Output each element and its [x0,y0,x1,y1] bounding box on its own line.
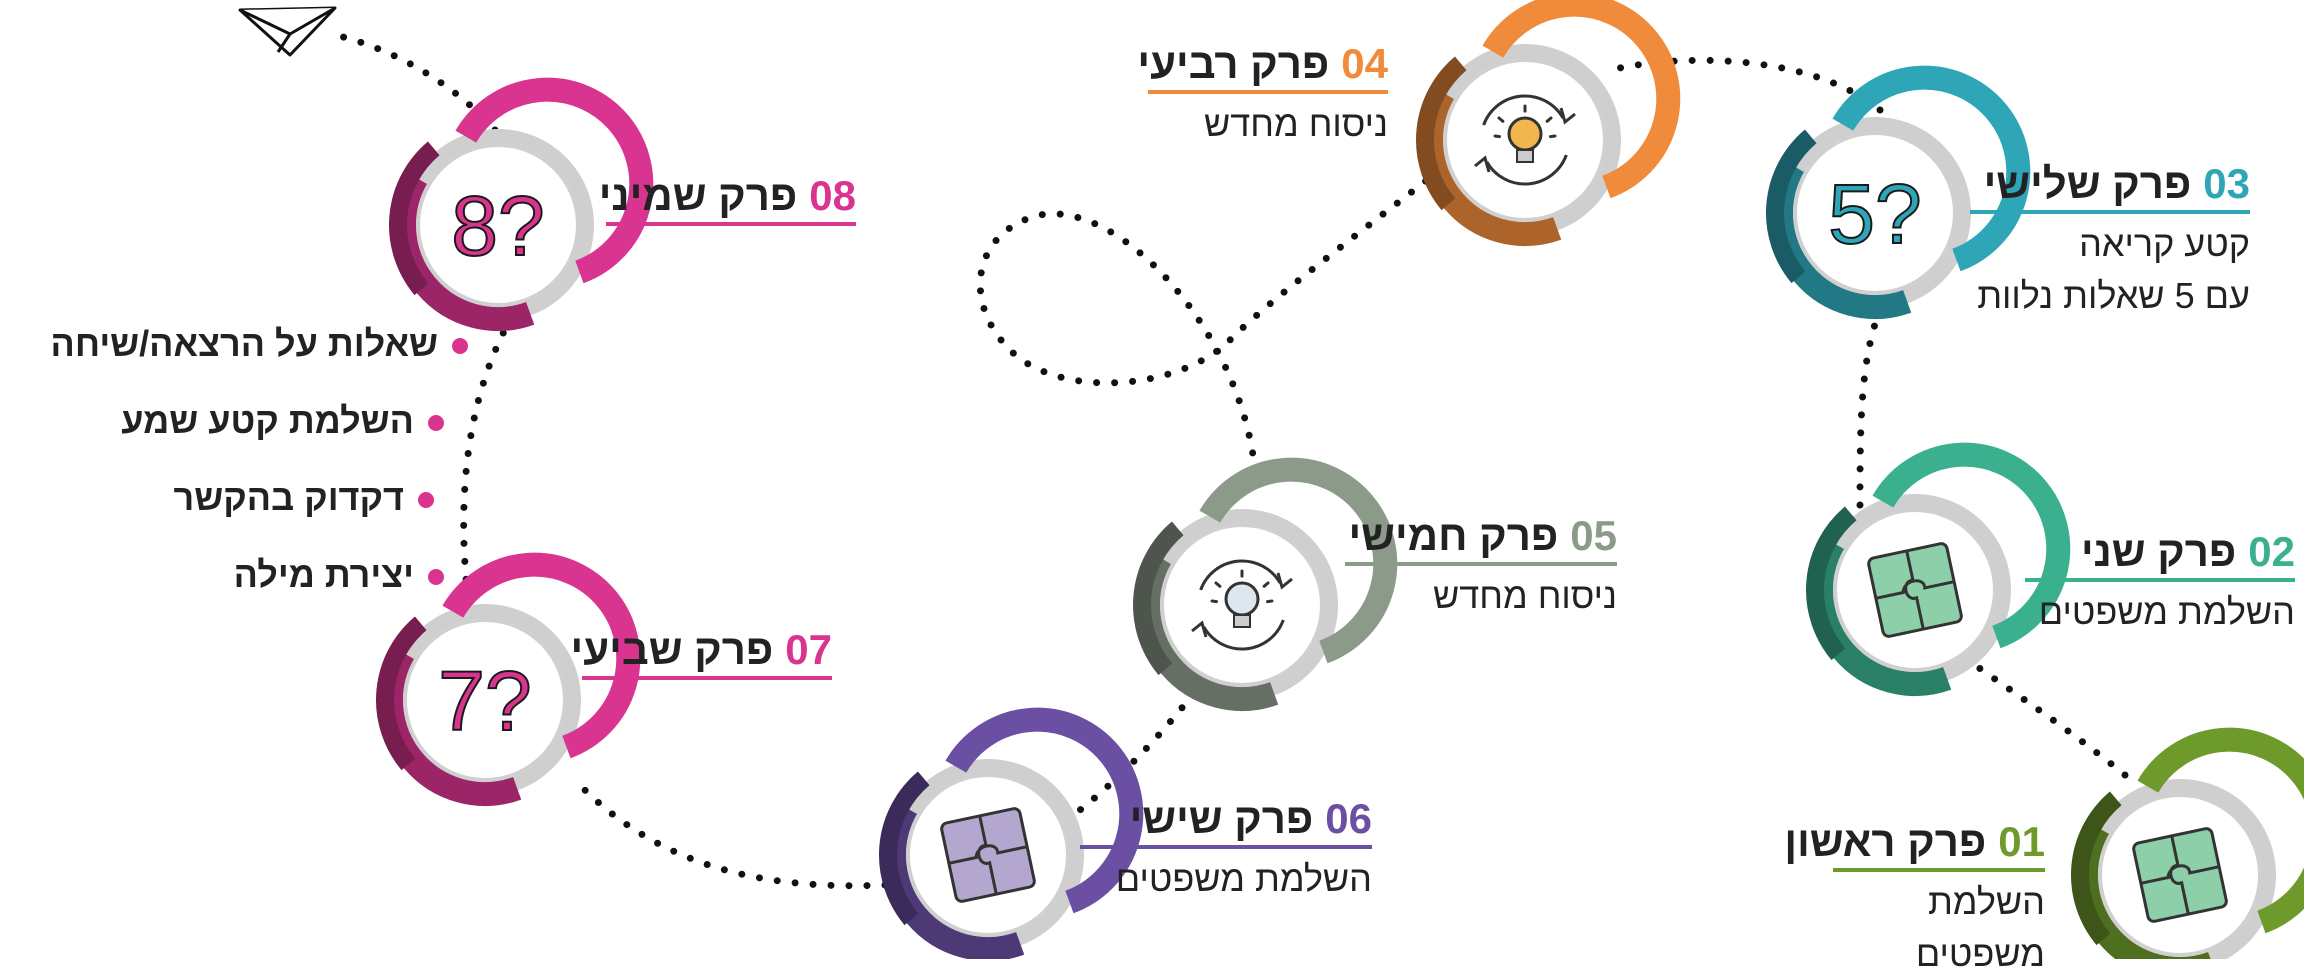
chapter-description: השלמת [1927,881,2045,922]
chapter-underline [1970,210,2250,214]
chapter-underline [2025,578,2295,582]
chapter-underline [1080,845,1372,849]
bullet-dot [428,415,444,431]
chapter-description: קטע קריאה [2079,223,2250,264]
topic-bullet: שאלות על הרצאה/שיחה [50,323,439,364]
chapter-title-04: 04פרק רביעי [1137,40,1388,88]
chapter-title-07: 07פרק שביעי [571,626,832,674]
chapter-description: השלמת משפטים [2038,591,2295,632]
chapter-description: עם 5 שאלות נלוות [1977,275,2250,316]
paper-plane-icon [238,6,337,57]
chapter-description: ניסוח מחדש [1204,103,1388,144]
question-7-icon: 7? [438,654,531,748]
chapter-description: ניסוח מחדש [1433,575,1617,616]
chapter-title-text: פרק ראשון [1784,818,1987,865]
chapter-underline [1345,562,1617,566]
chapter-underline [582,676,832,680]
lightbulb-cycle-icon [1191,559,1293,651]
chapter-number: 08 [809,172,856,219]
chapter-title-08: 08פרק שמיני [599,172,856,220]
bullet-dot [452,338,468,354]
chapter-number: 07 [785,626,832,673]
chapter-number: 05 [1570,512,1617,559]
roadmap-canvas: 5? 7? 8? [238,0,2304,959]
chapter-title-text: פרק רביעי [1137,40,1330,87]
chapter-node-07: 7? [376,552,641,806]
chapter-node-06 [879,707,1144,959]
chapter-underline [606,222,856,226]
chapter-node-08: 8? [389,77,654,331]
chapter-node-05 [1133,457,1398,711]
chapter-node-04 [1416,0,1681,246]
chapter-title-text: פרק שמיני [598,172,798,219]
chapter-title-03: 03פרק שלישי [1984,160,2250,208]
puzzle-icon [2132,827,2228,923]
chapter-title-01: 01פרק ראשון [1784,818,2045,866]
lightbulb-cycle-icon [1474,94,1576,186]
question-8-icon: 8? [451,179,544,273]
chapter-title-text: פרק שביעי [570,626,774,673]
chapter-title-05: 05פרק חמישי [1349,512,1618,560]
bullet-dot [428,569,444,585]
chapter-title-text: פרק שני [2080,528,2237,575]
chapter-description: משפטים [1915,933,2045,974]
chapter-underline [1833,868,2045,872]
chapter-number: 03 [2203,160,2250,207]
puzzle-icon [940,807,1036,903]
chapter-number: 02 [2248,528,2295,575]
chapter-number: 04 [1341,40,1388,87]
chapter-title-02: 02פרק שני [2081,528,2295,576]
question-5-icon: 5? [1828,167,1921,261]
chapter-description: השלמת משפטים [1115,858,1372,899]
topic-bullet: יצירת מילה [233,554,414,595]
chapter-number: 06 [1325,795,1372,842]
chapter-title-text: פרק שישי [1129,795,1314,842]
topic-bullet: דקדוק בהקשר [173,477,404,518]
topic-bullet: השלמת קטע שמע [121,400,414,441]
chapter-node-03: 5? [1766,65,2031,319]
chapter-underline [1148,90,1388,94]
chapter-title-text: פרק שלישי [1983,160,2192,207]
chapter-title-06: 06פרק שישי [1130,795,1372,843]
bullet-dot [418,492,434,508]
chapter-title-text: פרק חמישי [1348,512,1559,559]
chapter-number: 01 [1998,818,2045,865]
chapter-node-01 [2071,727,2304,959]
chapter-node-02 [1806,442,2071,696]
puzzle-icon [1867,542,1963,638]
